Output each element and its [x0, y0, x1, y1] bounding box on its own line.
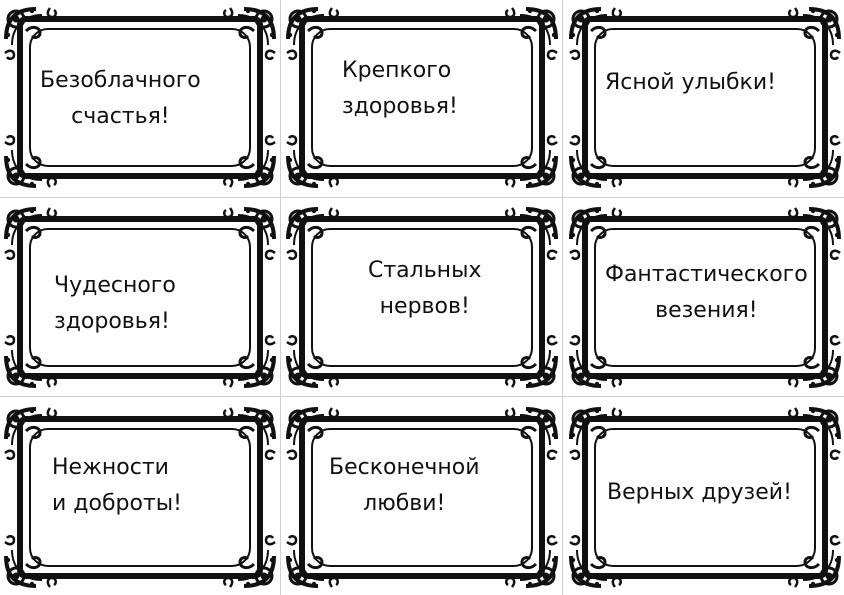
wish-line-2: нервов! [379, 294, 470, 319]
wish-line-1: Бесконечной [329, 455, 480, 480]
wish-card-1: Безоблачного счастья! [2, 5, 278, 190]
wish-text: Стальных нервов! [368, 253, 481, 325]
wish-line-2: счастья! [71, 104, 170, 129]
wish-line-2: любви! [363, 491, 446, 516]
cut-line-horizontal-2 [0, 396, 844, 397]
wish-line-1: Стальных [368, 258, 482, 283]
ornamental-frame-icon [569, 407, 841, 588]
wish-line-1: Фантастического [605, 262, 808, 287]
ornamental-frame-icon [286, 207, 558, 388]
wish-text: Ясной улыбки! [605, 65, 776, 101]
ornamental-frame-icon [4, 407, 276, 588]
wish-line-1: Ясной улыбки! [605, 70, 776, 95]
wish-line-2: и доброты! [52, 491, 182, 516]
wish-line-1: Безоблачного [40, 68, 201, 93]
wish-card-5: Стальных нервов! [284, 205, 560, 390]
cut-line-horizontal-1 [0, 197, 844, 198]
cut-line-vertical-2 [562, 0, 563, 595]
wish-card-3: Ясной улыбки! [567, 5, 843, 190]
cut-line-vertical-1 [280, 0, 281, 595]
wish-text: Бесконечной любви! [329, 450, 480, 522]
wish-card-9: Верных друзей! [567, 405, 843, 590]
wish-card-2: Крепкого здоровья! [284, 5, 560, 190]
ornamental-frame-icon [569, 207, 841, 388]
ornamental-frame-icon [286, 7, 558, 188]
ornamental-frame-icon [569, 7, 841, 188]
wish-text: Крепкого здоровья! [342, 53, 458, 125]
wish-card-4: Чудесного здоровья! [2, 205, 278, 390]
wish-text: Верных друзей! [607, 475, 792, 511]
ornamental-frame-icon [4, 7, 276, 188]
wish-text: Фантастического везения! [605, 257, 808, 329]
wish-text: Чудесного здоровья! [54, 268, 176, 340]
wish-text: Нежности и доброты! [52, 450, 182, 522]
wish-line-1: Крепкого [342, 58, 452, 83]
wish-line-1: Чудесного [54, 273, 176, 298]
wish-line-2: здоровья! [342, 94, 458, 119]
wish-line-1: Нежности [52, 455, 169, 480]
wish-text: Безоблачного счастья! [40, 63, 201, 135]
ornamental-frame-icon [4, 207, 276, 388]
wish-card-6: Фантастического везения! [567, 205, 843, 390]
wish-card-8: Бесконечной любви! [284, 405, 560, 590]
ornamental-frame-icon [286, 407, 558, 588]
wish-line-2: везения! [655, 298, 758, 323]
wish-line-2: здоровья! [54, 309, 170, 334]
wish-card-7: Нежности и доброты! [2, 405, 278, 590]
wish-line-1: Верных друзей! [607, 480, 792, 505]
